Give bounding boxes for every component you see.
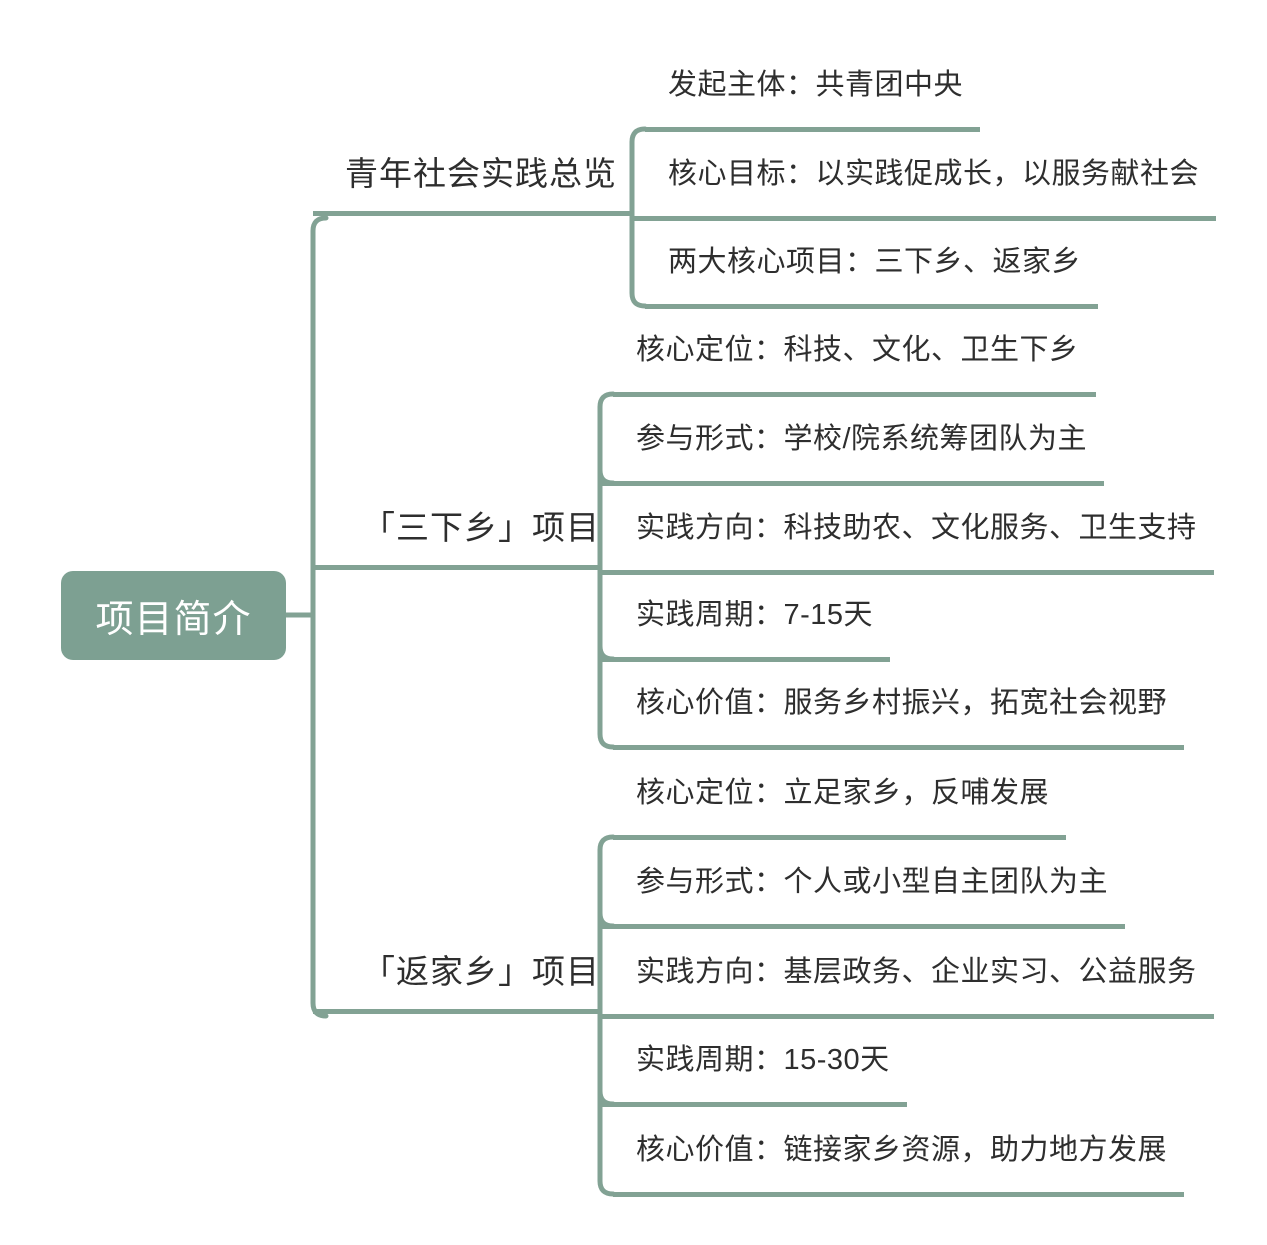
branch-fanjiaxiang[interactable]: 「返家乡」项目 — [313, 930, 600, 1014]
leaf-two-core-projects[interactable]: 两大核心项目：三下乡、返家乡 — [645, 220, 1099, 309]
leaf-sxx-value[interactable]: 核心价值：服务乡村振兴，拓宽社会视野 — [613, 661, 1185, 750]
leaf-fjx-positioning[interactable]: 核心定位：立足家乡，反哺发展 — [613, 751, 1067, 840]
leaf-fjx-participation[interactable]: 参与形式：个人或小型自主团队为主 — [598, 840, 1126, 929]
leaf-initiator[interactable]: 发起主体：共青团中央 — [645, 43, 981, 132]
branch-sanxiaxiang[interactable]: 「三下乡」项目 — [313, 486, 600, 570]
root-topic[interactable]: 项目简介 — [61, 571, 286, 660]
leaf-fjx-direction[interactable]: 实践方向：基层政务、企业实习、公益服务 — [598, 930, 1214, 1019]
leaf-sxx-positioning[interactable]: 核心定位：科技、文化、卫生下乡 — [613, 308, 1096, 397]
leaf-sxx-duration[interactable]: 实践周期：7-15天 — [598, 573, 891, 662]
main-trunk-line — [310, 215, 329, 1019]
branch-overview[interactable]: 青年社会实践总览 — [313, 132, 632, 216]
leaf-sxx-participation[interactable]: 参与形式：学校/院系统筹团队为主 — [598, 397, 1105, 486]
leaf-core-goal[interactable]: 核心目标：以实践促成长，以服务献社会 — [630, 132, 1217, 221]
leaf-fjx-duration[interactable]: 实践周期：15-30天 — [598, 1018, 907, 1107]
leaf-sxx-direction[interactable]: 实践方向：科技助农、文化服务、卫生支持 — [598, 486, 1214, 575]
leaf-fjx-value[interactable]: 核心价值：链接家乡资源，助力地方发展 — [613, 1108, 1185, 1197]
